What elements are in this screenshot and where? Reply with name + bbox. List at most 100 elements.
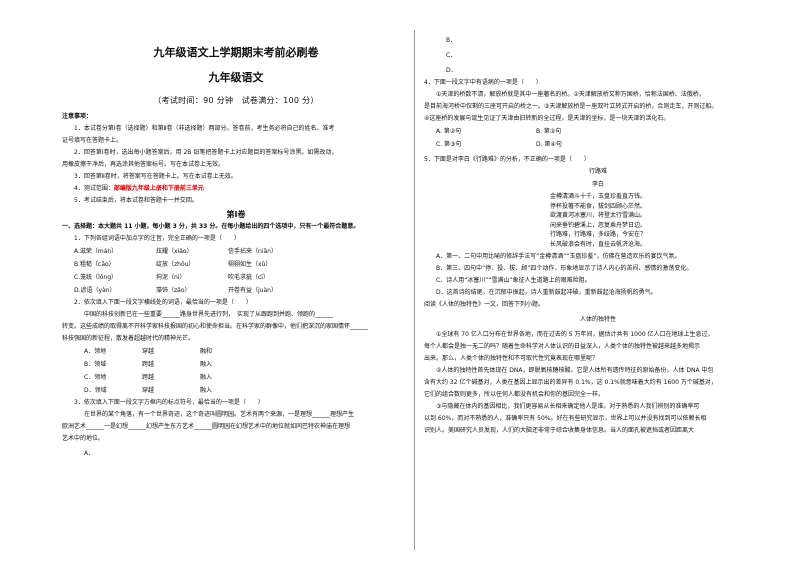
option-row: C．领地 跨越 融入 [62, 373, 410, 382]
option-row: A.滋荣（mán） 炫耀（xiǎo） 信手拈来（niān） [62, 247, 410, 256]
poem-author: 李白 [591, 180, 604, 188]
poem-line: 闲来垂钓碧溪上，忽复乘舟梦日边。 [549, 221, 646, 229]
q2-passage-2: 转变。这些成绩的取得离不开科学家科技报国的初心和使命担当。在科学家的群像中，他们… [62, 323, 369, 330]
poem-line: 行路难，行路难，多歧路，今安在？ [549, 231, 646, 238]
q1-options: A.滋荣（mán） 炫耀（xiǎo） 信手拈来（niān） B.粗糙（cāo） 绽放（z… [62, 243, 410, 295]
reading-p1-line2: 每个人都会是独一无二的吗？随着生命科学对人体认识的日益深入，人类个体的独特性被越… [424, 343, 701, 350]
option-cell: 开卷有益（juàn） [228, 287, 277, 294]
q4-passage-2: 是目前海河桥中仅剩的三座可开启的桥之一。③天津解放桥是一座双叶立转式开启的桥，合… [424, 103, 718, 110]
option-row: A. 第②句 B. 第②句 [424, 127, 772, 136]
option-cell: 跨越 [142, 361, 155, 368]
option-row: C. 第③句 D. 第④句 [424, 140, 772, 149]
option-row: D．领域 穿越 融入 [62, 386, 410, 395]
option-cell: 融和 [200, 348, 213, 355]
option-cell: 绽放（zhōu） [156, 261, 195, 268]
poem-lines: 金樽清酒斗十千，玉盘珍羞直万钱。停杯投箸不能食，拔剑四顾心茫然。欲渡黄河冰塞川，… [424, 192, 772, 249]
reading-p3-line1: ③与隐藏在体内的基因相比，我们更容易从长相来确定他人是谁。对于熟悉的人我们辨别的… [436, 403, 700, 410]
note-4-prefix: 4．测试范围： [74, 185, 114, 192]
note-3: 3．回答第Ⅱ卷时，将答案写在答题卡上。写在本试卷上无效。 [74, 173, 237, 180]
option-cell: B.粗糙（cāo） [74, 261, 115, 268]
reading-title: 人体的独特性 [579, 316, 616, 323]
q1-stem: 1．下列各组词语中加点字的注音，完全正确的一项是（ ） [74, 235, 240, 242]
q5-option: C．诗人用“冰塞川”“雪满山”象征人生道路上的艰难险阻。 [436, 277, 591, 284]
option-row: C.笼统（lǒng） 拘泥（nì） 吹毛求疵（cī） [62, 273, 410, 282]
note-2b: 用橡皮擦干净后，再选涂其他答案标号。写在本试卷上无效。 [62, 161, 225, 168]
option-row: B．领域 跨越 融入 [62, 360, 410, 369]
reading-p1-line1: ①全球有 70 亿人口分布在世界各地，而在过去的 5 万年间，据估计共有 100… [436, 331, 714, 338]
option-cell: 拘泥（nì） [156, 274, 186, 281]
option-cell: D．领域 [84, 387, 107, 394]
note-5: 5．考试结束后，将本试卷和答题卡一并交回。 [74, 197, 198, 204]
option-cell: C.笼统（lǒng） [74, 274, 118, 281]
option-cell: 融入 [200, 361, 213, 368]
option-cell: C．领地 [84, 374, 107, 381]
q3-option-a: A． [84, 450, 95, 457]
q5-option: B．第三、四句中“停、投、拔、顾”四个动作，形象地显示了诗人内心的苦闷、感情的激… [436, 265, 693, 272]
poem-line: 停杯投箸不能食，拔剑四顾心茫然。 [549, 202, 646, 210]
q2-passage-1: 中国的科技创新已在一些重要______路身世界先进行列， 实现了从跟跑到并跑、领… [84, 311, 334, 318]
poem-line: 长风破浪会有时，直挂云帆济沧海。 [549, 240, 646, 248]
q3-passage-2: 欧洲艺术______一是幻想______幻想产生东方艺术______圆明园在幻想… [62, 423, 351, 430]
q5-option: D．这首诗的结尾，在沉郁中振起，诗人重新鼓起冲破，重新鼓起沧海扬帆的勇气。 [436, 289, 657, 296]
left-column: 九年级语文上学期期末考前必刷卷 九年级语文 （考试时间：90 分钟 试卷满分：1… [62, 0, 410, 566]
part1-label: 第Ⅰ卷 [226, 210, 246, 219]
q2-stem: 2．依次填入下面一段文字横线处的词语，最恰当的一项是（ ） [74, 299, 252, 306]
option-row: D.谚语（yàn） 藻饰（zǎo） 开卷有益（juàn） [62, 286, 410, 295]
option-cell: A. 第②句 [436, 128, 462, 135]
option-cell: D. 第④句 [536, 141, 562, 148]
option-cell: 穿越 [142, 348, 155, 355]
q5-option: A．第一、二句中用比喻的修辞手法写“金樽清酒”“玉盘珍羞”，仿佛在营造欢乐的宴饮… [436, 253, 681, 260]
option-row: B.粗糙（cāo） 绽放（zhōu） 栩栩如生（xǔ） [62, 260, 410, 269]
option-cell: 炫耀（xiǎo） [156, 248, 193, 255]
test-scope: 部编版九年级上册和下册前三单元 [113, 185, 204, 192]
note-2a: 2．回答第Ⅰ卷时，选出每小题答案后，用 2B 铅笔把答题卡上对应题目的答案标号涂… [74, 149, 338, 156]
option-cell: 融入 [200, 374, 213, 381]
exam-info: （考试时间：90 分钟 试卷满分：100 分） [153, 96, 319, 105]
option-cell: C. 第③句 [436, 141, 462, 148]
note-4: 4．测试范围：部编版九年级上册和下册前三单元 [62, 184, 410, 193]
option-cell: 穿越 [142, 387, 155, 394]
column-divider [414, 30, 415, 550]
option-cell: B. 第②句 [536, 128, 562, 135]
poem-line: 金樽清酒斗十千，玉盘珍羞直万钱。 [549, 193, 646, 200]
q4-passage-1: ①天津的桥数不清，解放桥就是其中一座著名的桥。②天津解放桥又称万国桥，恰称法国桥… [436, 91, 705, 98]
reading-p2-line2: 含有大约 32 亿个碱基对，人类在基因上显示出的差异有 0.1%，这 0.1%就… [424, 379, 717, 386]
q3-passage-3: 艺术中的地位。 [62, 435, 105, 442]
reading-intro: 阅读《人体的独特性》一文，回答下列小题。 [424, 301, 545, 308]
page-subtitle: 九年级语文 [208, 71, 264, 84]
option-cell: 融入 [200, 387, 213, 394]
poem-line: 欲渡黄河冰塞川，将登太行雪满山。 [549, 212, 646, 219]
reading-p3-line3: 识别人。美国研究人员发现，人们的大脑还非常于综合收集身体信息。当人的面孔被遮挡或… [424, 427, 695, 434]
q3-passage-1: 在世界的某个角落，有一个世界奇迹，这个奇迹叫圆明园。艺术有两个来源，一是理想__… [84, 411, 355, 418]
option-row: A．领地 穿越 融和 [62, 347, 410, 356]
q4-passage-3: ④这座桥的发展与诞生见证了天津由旧转新的全过程，是天津的坐标，是一块天津的活化石… [424, 115, 670, 122]
part1-instruction: 一、选择题：本大题共 11 小题，每小题 3 分，共 33 分。在每小题给出的四… [62, 223, 360, 230]
right-column: B． C． D． 4．下面一段文字中有语病的一项是（ ） ①天津的桥数不清，解放… [424, 0, 772, 566]
q2-passage-3: 科技强国的新征程，散发着超越时代的精神光芒。 [62, 335, 195, 342]
option-cell: 信手拈来（niān） [228, 248, 277, 255]
option-cell: A．领地 [84, 348, 107, 355]
page-title: 九年级语文上学期期末考前必刷卷 [153, 46, 319, 59]
q4-options: A. 第②句 B. 第②句 C. 第③句 D. 第④句 [424, 123, 772, 149]
reading-p1-line3: 出来。那么，人类个体的独特性和不可取代性究竟表现在哪里呢？ [424, 355, 599, 362]
q5-options: A．第一、二句中用比喻的修辞手法写“金樽清酒”“玉盘珍羞”，仿佛在营造欢乐的宴饮… [424, 252, 772, 297]
option-cell: 藻饰（zǎo） [156, 287, 191, 294]
reading-p2-line1: ②人体的独特性首先体现在 DNA，即脱氧核糖核酸。它是人体所有遗传特征的原始备份… [436, 367, 714, 374]
q3-option-d: D． [446, 67, 457, 74]
q3-option-c: C． [446, 52, 457, 59]
q4-stem: 4．下面一段文字中有语病的一项是（ ） [424, 79, 542, 86]
option-cell: B．领域 [84, 361, 107, 368]
note-1a: 1．本试卷分第Ⅰ卷（选择题）和第Ⅱ卷（非选择题）两部分。答卷前，考生务必将自己的… [74, 125, 335, 132]
option-cell: 吹毛求疵（cī） [228, 274, 269, 281]
q3-stem: 3．依次填入下面一段文字方框内的标点符号，最恰当的一项是（ ） [74, 399, 264, 406]
q5-stem: 5．下面是对李白《行路难》的分析，不正确的一项是（ ） [424, 156, 590, 163]
option-cell: 栩栩如生（xǔ） [228, 261, 272, 268]
poem-title: 行路难 [588, 168, 607, 175]
option-cell: 跨越 [142, 374, 155, 381]
option-cell: A.滋荣（mán） [74, 248, 118, 255]
option-cell: D.谚语（yàn） [74, 287, 116, 294]
notes-heading: 注意事项： [62, 113, 93, 120]
q3-option-b: B． [446, 37, 457, 44]
